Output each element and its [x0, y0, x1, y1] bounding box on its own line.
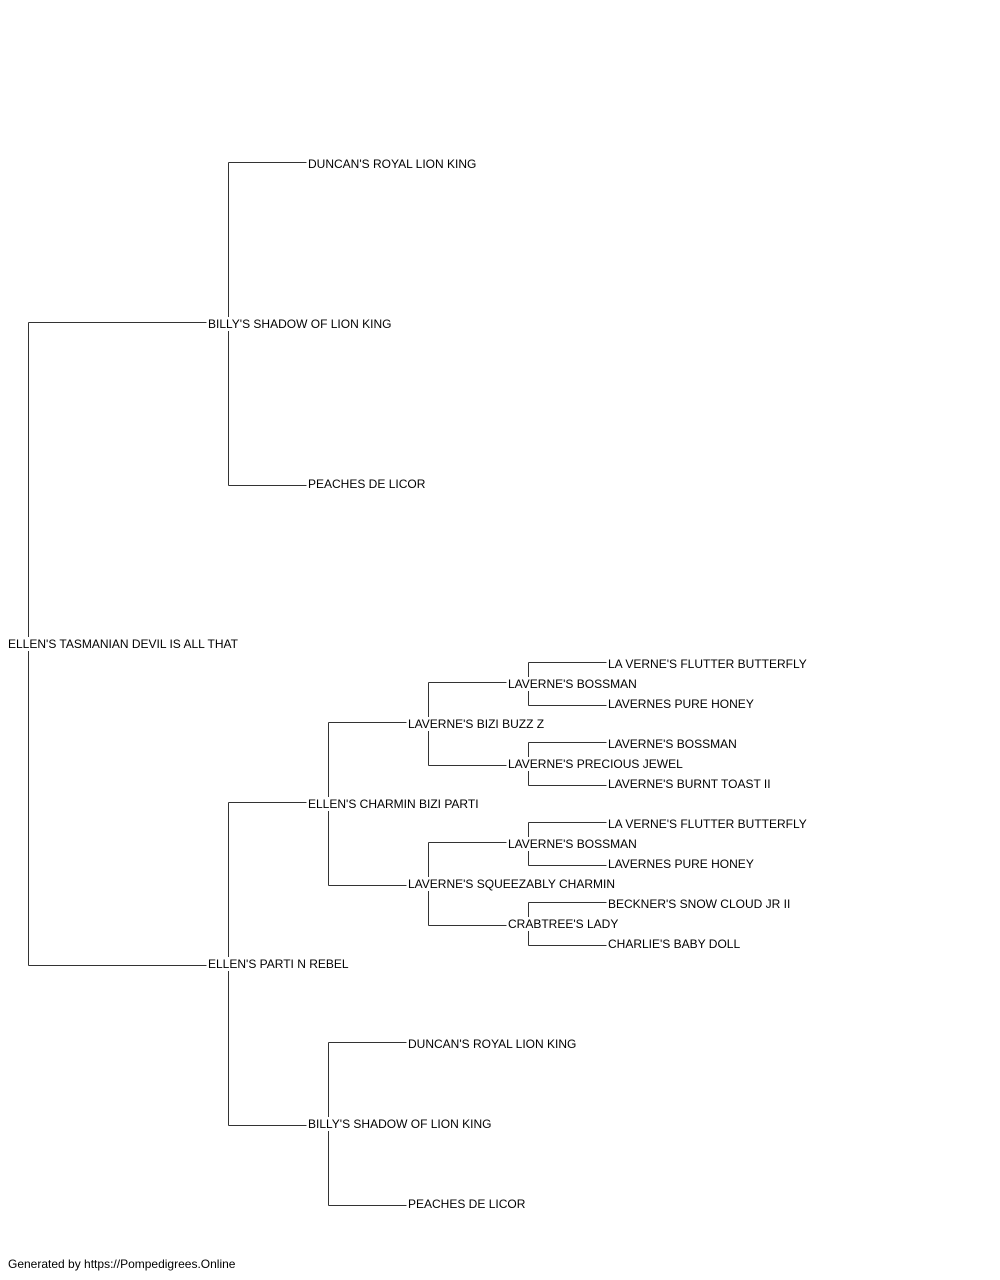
dam-sire-dam-dam-dam-name: CHARLIE'S BABY DOLL	[608, 937, 743, 951]
sire-name: BILLY'S SHADOW OF LION KING	[208, 317, 394, 331]
dam-sire-sire-dam-sire-name: LAVERNE'S BOSSMAN	[608, 737, 739, 751]
dam-name: ELLEN'S PARTI N REBEL	[208, 957, 351, 971]
dam-sire-sire-sire-dam-name: LAVERNES PURE HONEY	[608, 697, 756, 711]
sire-dam-name: PEACHES DE LICOR	[308, 477, 428, 491]
dam-sire-sire-dam-dam-name: LAVERNE'S BURNT TOAST II	[608, 777, 773, 791]
dam-sire-dam-sire-name: LAVERNE'S BOSSMAN	[508, 837, 639, 851]
dam-dam-sire-name: DUNCAN'S ROYAL LION KING	[408, 1037, 579, 1051]
dam-sire-sire-sire-name: LAVERNE'S BOSSMAN	[508, 677, 639, 691]
subject-name: ELLEN'S TASMANIAN DEVIL IS ALL THAT	[8, 637, 240, 651]
dam-sire-dam-sire-dam-name: LAVERNES PURE HONEY	[608, 857, 756, 871]
generated-by-footer: Generated by https://Pompedigrees.Online	[8, 1257, 236, 1271]
dam-sire-sire-sire-sire-name: LA VERNE'S FLUTTER BUTTERFLY	[608, 657, 809, 671]
dam-sire-dam-dam-name: CRABTREE'S LADY	[508, 917, 621, 931]
sire-sire-name: DUNCAN'S ROYAL LION KING	[308, 157, 479, 171]
dam-dam-dam-name: PEACHES DE LICOR	[408, 1197, 528, 1211]
dam-sire-sire-dam-name: LAVERNE'S PRECIOUS JEWEL	[508, 757, 685, 771]
dam-sire-name: ELLEN'S CHARMIN BIZI PARTI	[308, 797, 481, 811]
dam-sire-sire-name: LAVERNE'S BIZI BUZZ Z	[408, 717, 547, 731]
dam-sire-dam-dam-sire-name: BECKNER'S SNOW CLOUD JR II	[608, 897, 793, 911]
dam-dam-name: BILLY'S SHADOW OF LION KING	[308, 1117, 494, 1131]
dam-sire-dam-sire-sire-name: LA VERNE'S FLUTTER BUTTERFLY	[608, 817, 809, 831]
dam-sire-dam-name: LAVERNE'S SQUEEZABLY CHARMIN	[408, 877, 618, 891]
